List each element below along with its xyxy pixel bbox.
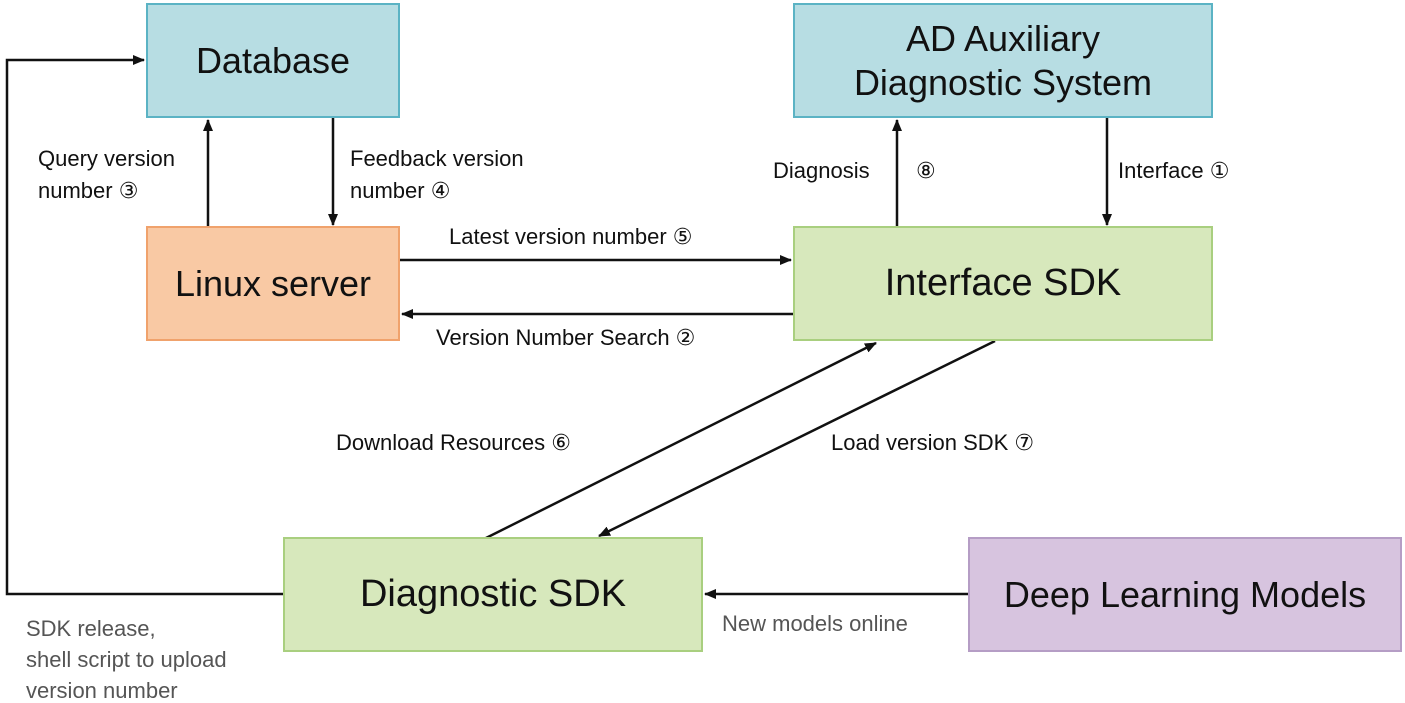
ad-system-node: AD Auxiliary Diagnostic System	[793, 3, 1213, 118]
linux-server-label: Linux server	[174, 262, 372, 304]
deep-learning-models-node: Deep Learning Models	[968, 537, 1402, 652]
feedback-version-label: Feedback version number ④	[350, 143, 524, 207]
query-version-label: Query version number ③	[38, 143, 175, 207]
query-version-line2: number ③	[38, 178, 139, 203]
ad-system-label-line1: AD Auxiliary	[905, 18, 1101, 60]
version-search-label: Version Number Search ②	[436, 325, 696, 350]
diagnosis-label: Diagnosis	[773, 158, 870, 183]
latest-version-label: Latest version number ⑤	[449, 224, 693, 249]
interface-sdk-label: Interface SDK	[884, 261, 1122, 304]
feedback-version-line1: Feedback version	[350, 146, 524, 171]
diagnostic-sdk-node: Diagnostic SDK	[283, 537, 703, 652]
linux-server-node: Linux server	[146, 226, 400, 341]
sdk-release-line1: SDK release,	[26, 616, 156, 641]
load-version-sdk-label: Load version SDK ⑦	[831, 430, 1035, 455]
diagnosis-step-label: ⑧	[916, 158, 936, 183]
sdk-release-line3: version number	[26, 678, 178, 703]
database-node: Database	[146, 3, 400, 118]
load-version-sdk-arrow	[598, 339, 996, 538]
interface-sdk-node: Interface SDK	[793, 226, 1213, 341]
diagnostic-sdk-label: Diagnostic SDK	[359, 572, 627, 615]
database-label: Database	[195, 39, 351, 81]
query-version-line1: Query version	[38, 146, 175, 171]
deep-learning-models-label: Deep Learning Models	[1003, 573, 1367, 615]
sdk-release-arrow	[5, 55, 283, 596]
download-resources-arrow	[483, 341, 877, 541]
new-models-label: New models online	[722, 611, 908, 636]
download-resources-label: Download Resources ⑥	[336, 430, 571, 455]
feedback-version-line2: number ④	[350, 178, 451, 203]
sdk-release-line2: shell script to upload	[26, 647, 227, 672]
sdk-release-label: SDK release, shell script to upload vers…	[26, 613, 227, 703]
ad-system-label-line2: Diagnostic System	[853, 61, 1153, 103]
interface-label: Interface ①	[1118, 158, 1230, 183]
